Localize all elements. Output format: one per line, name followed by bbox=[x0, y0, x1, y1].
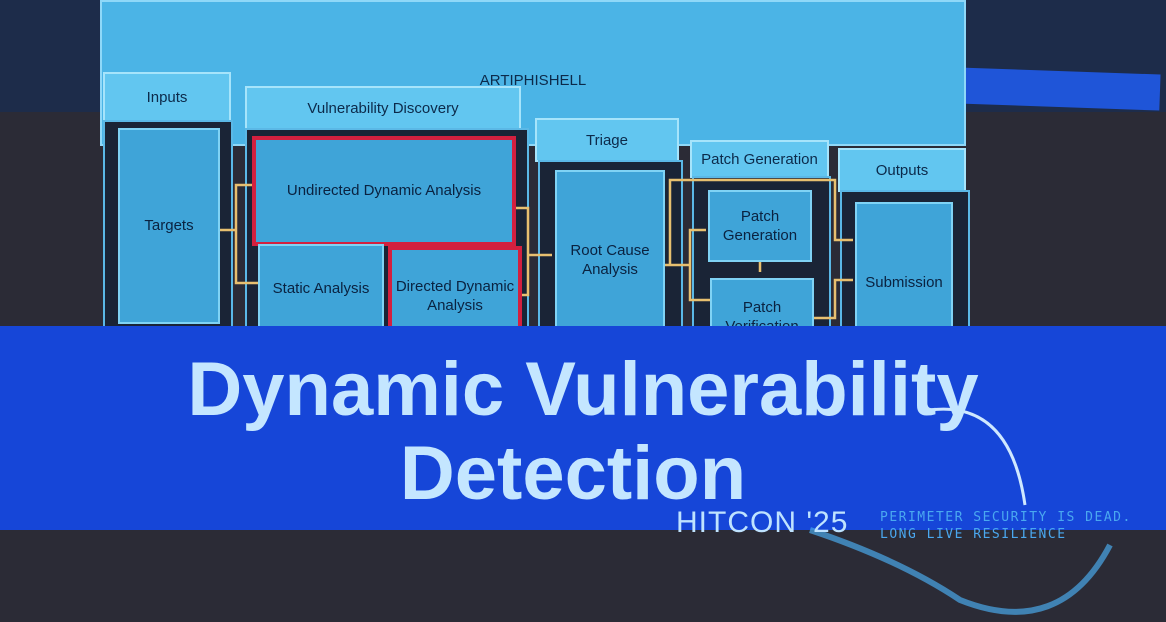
undirected-dynamic-analysis-box: Undirected Dynamic Analysis bbox=[252, 136, 516, 246]
static-analysis-box: Static Analysis bbox=[258, 244, 384, 334]
triage-header: Triage bbox=[535, 118, 679, 162]
discovery-header: Vulnerability Discovery bbox=[245, 86, 521, 130]
tagline-line2: LONG LIVE RESILIENCE bbox=[880, 526, 1067, 542]
slide-title-line1: Dynamic Vulnerability bbox=[187, 347, 979, 432]
event-tagline: PERIMETER SECURITY IS DEAD. LONG LIVE RE… bbox=[880, 510, 1132, 544]
targets-box: Targets bbox=[118, 128, 220, 324]
diagram-title: ARTIPHISHELL bbox=[479, 72, 587, 89]
root-cause-analysis-box: Root Cause Analysis bbox=[555, 170, 665, 350]
tagline-line1: PERIMETER SECURITY IS DEAD. bbox=[880, 510, 1132, 525]
artiphishell-frame bbox=[100, 0, 966, 146]
patch-generation-box: Patch Generation bbox=[708, 190, 812, 262]
slide-title-line2: Detection bbox=[399, 431, 747, 516]
title-band bbox=[0, 326, 1166, 530]
event-logo: HITCON '25 bbox=[676, 506, 849, 539]
